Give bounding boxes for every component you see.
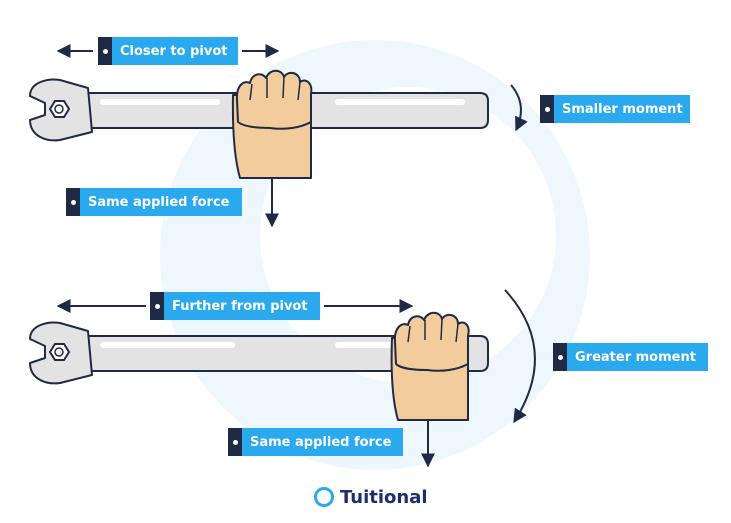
bullet-dot-icon (154, 303, 160, 309)
logo-ring-icon (314, 487, 334, 507)
distance-label-text: Further from pivot (164, 292, 320, 320)
logo-text: Tuitional (340, 486, 428, 508)
bullet-dot-icon (232, 439, 238, 445)
moment-label-text: Smaller moment (554, 95, 690, 123)
distance-label-top: Closer to pivot (98, 37, 238, 65)
moment-label-text: Greater moment (567, 343, 708, 371)
force-label-text: Same applied force (80, 188, 242, 216)
moment-label-top: Smaller moment (540, 95, 690, 123)
hand-icon (390, 311, 470, 421)
curved-arrow-icon (510, 84, 528, 132)
force-label-top: Same applied force (66, 188, 242, 216)
wrench-icon (29, 321, 489, 385)
logo: Tuitional (314, 484, 428, 510)
bullet-dot-icon (70, 199, 76, 205)
bullet-dot-icon (544, 106, 550, 112)
force-label-text: Same applied force (242, 428, 403, 456)
distance-label-text: Closer to pivot (112, 37, 238, 65)
distance-label-bottom: Further from pivot (150, 292, 320, 320)
hand-icon (231, 69, 313, 179)
moment-label-bottom: Greater moment (553, 343, 708, 371)
curved-arrow-icon (504, 289, 536, 424)
force-label-bottom: Same applied force (228, 428, 403, 456)
bullet-dot-icon (102, 48, 108, 54)
bullet-dot-icon (557, 354, 563, 360)
